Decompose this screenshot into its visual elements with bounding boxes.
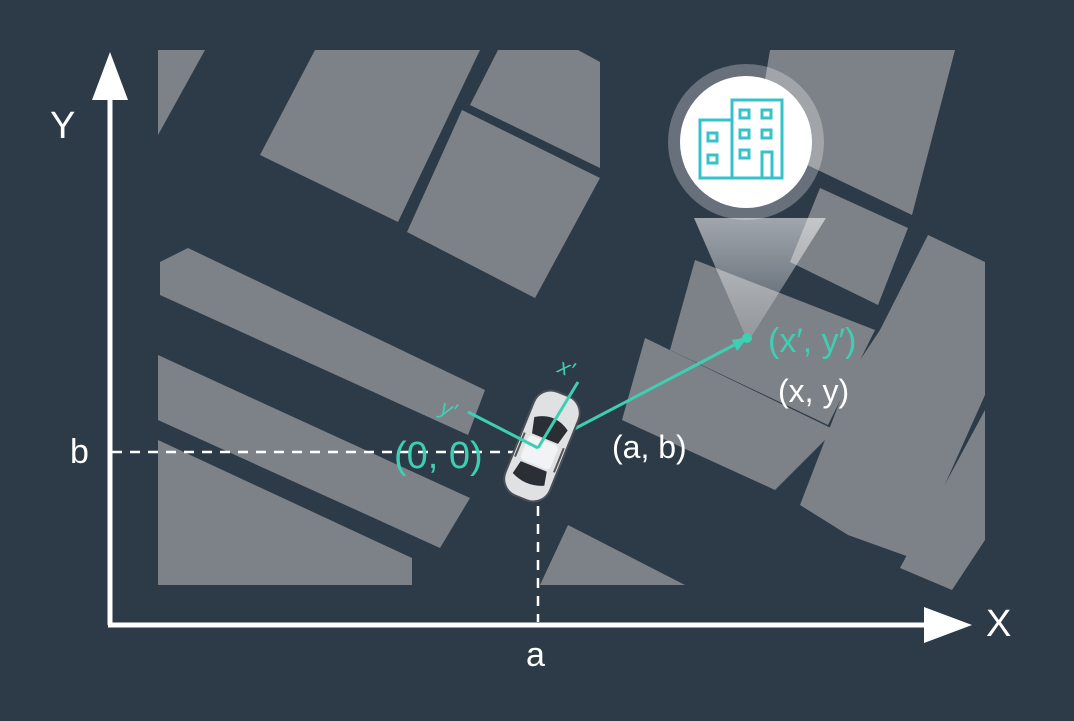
global-axes (92, 52, 972, 643)
city-block (470, 50, 600, 168)
landmark-global-label: (x, y) (778, 373, 849, 409)
city-block (260, 50, 480, 222)
city-block (755, 50, 955, 215)
city-block (158, 50, 205, 135)
landmark-point (742, 333, 752, 343)
city-blocks (158, 50, 985, 590)
vehicle-local-origin-label: (0, 0) (394, 435, 483, 477)
x-axis-arrowhead (924, 607, 972, 643)
city-block (900, 410, 985, 590)
x-tick-label: a (526, 636, 545, 674)
city-block (160, 248, 485, 435)
vehicle-x-axis-label: x′ (554, 353, 579, 383)
landmark-pin (680, 76, 812, 208)
city-block (800, 235, 985, 558)
vehicle-y-axis (467, 410, 539, 450)
y-tick-label: b (70, 433, 89, 471)
vehicle-frame (467, 381, 580, 450)
landmark-local-label: (x′, y′) (768, 322, 856, 360)
x-axis-label: X (986, 603, 1011, 645)
city-block (158, 440, 412, 585)
vehicle-global-label: (a, b) (612, 429, 687, 465)
landmark-beam (694, 218, 826, 342)
vehicle-x-axis (536, 381, 580, 449)
y-axis-arrowhead (92, 52, 128, 100)
city-block (540, 525, 685, 585)
car-icon (503, 389, 581, 503)
city-block (670, 260, 875, 425)
y-axis-label: Y (50, 105, 75, 147)
city-block (407, 110, 600, 298)
building-icon (698, 98, 784, 180)
city-block (790, 188, 908, 305)
